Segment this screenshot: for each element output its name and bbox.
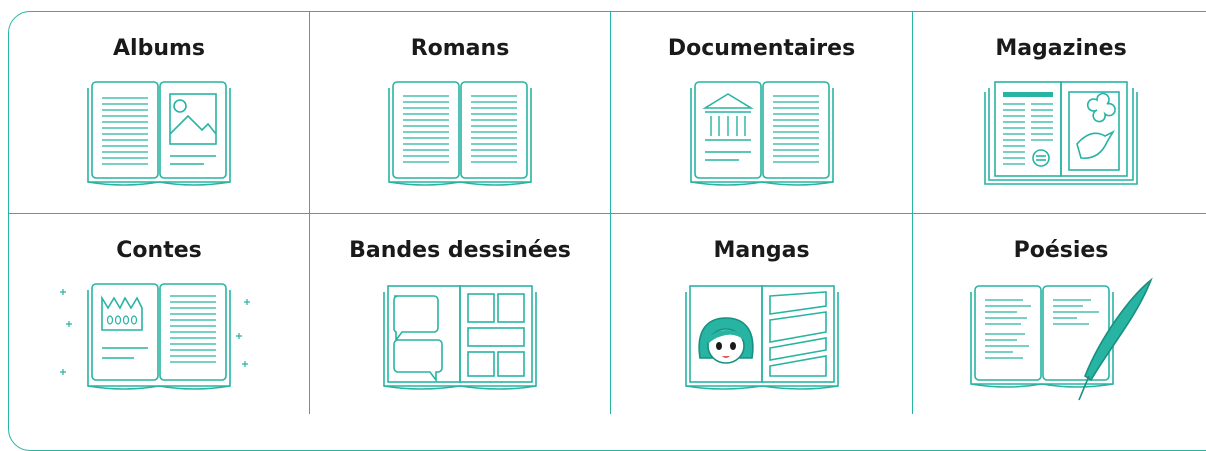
category-label: Magazines xyxy=(995,36,1127,61)
category-label: Poésies xyxy=(1013,238,1109,263)
category-romans[interactable]: Romans xyxy=(310,12,611,214)
category-mangas[interactable]: Mangas xyxy=(611,214,913,414)
category-label: Albums xyxy=(113,36,205,61)
categories-grid-inner: Albums xyxy=(9,12,1206,414)
category-documentaires[interactable]: Documentaires xyxy=(611,12,913,214)
category-poesies[interactable]: Poésies xyxy=(913,214,1206,414)
category-label: Romans xyxy=(410,36,510,61)
magazine-icon xyxy=(981,78,1141,190)
category-label: Documentaires xyxy=(667,36,856,61)
categories-grid: Albums xyxy=(8,11,1206,451)
category-magazines[interactable]: Magazines xyxy=(913,12,1206,214)
novel-book-icon xyxy=(385,78,535,190)
category-label: Contes xyxy=(116,238,202,263)
category-label: Mangas xyxy=(713,238,810,263)
category-label: Bandes dessinées xyxy=(349,238,571,263)
manga-book-icon xyxy=(682,280,842,392)
poetry-book-icon xyxy=(961,276,1161,406)
album-book-icon xyxy=(84,78,234,190)
category-bandes-dessinees[interactable]: Bandes dessinées xyxy=(310,214,611,414)
comic-book-icon xyxy=(380,280,540,392)
category-contes[interactable]: Contes xyxy=(9,214,310,414)
documentary-book-icon xyxy=(687,78,837,190)
category-albums[interactable]: Albums xyxy=(9,12,310,214)
fairy-tale-book-icon xyxy=(54,276,264,396)
